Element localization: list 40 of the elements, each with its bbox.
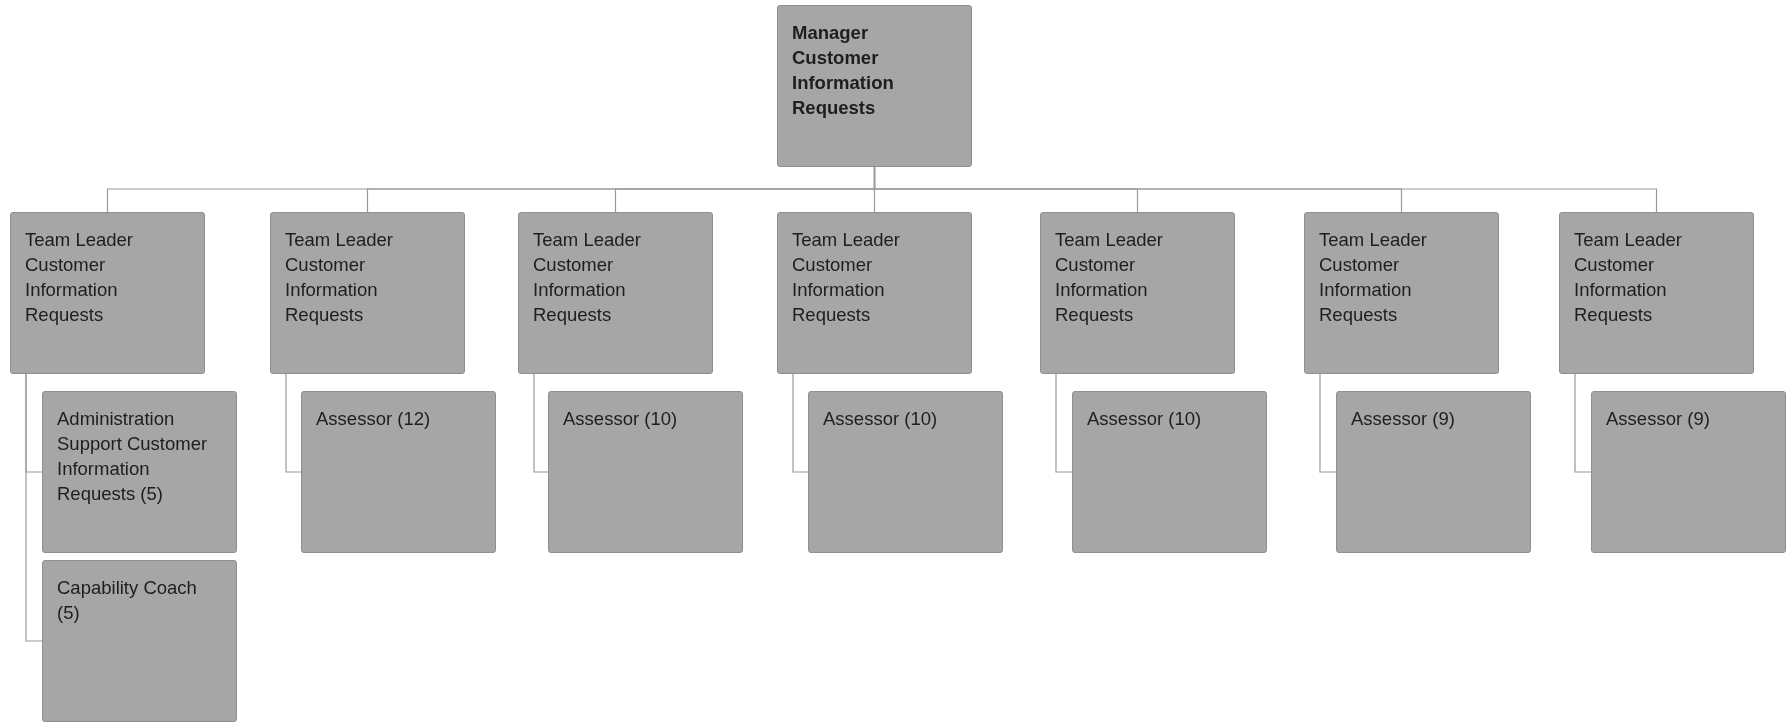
role-title: Capability Coach (5) — [57, 576, 198, 625]
role-title: Manager Customer Information Requests — [792, 21, 895, 120]
connector-line — [792, 373, 809, 473]
org-box — [777, 212, 972, 374]
role-title: Team Leader Customer Information Requests — [1055, 228, 1164, 327]
role-title: Assessor (10) — [1087, 407, 1203, 431]
org-box — [10, 212, 205, 374]
role-title: Team Leader Customer Information Requests — [25, 228, 134, 327]
org-box — [1559, 212, 1754, 374]
org-box — [42, 391, 237, 553]
connector-line — [873, 166, 1658, 213]
role-title: Assessor (12) — [316, 407, 432, 431]
role-title: Assessor (10) — [823, 407, 939, 431]
role-title: Team Leader Customer Information Requests — [792, 228, 901, 327]
role-title: Team Leader Customer Information Requests — [285, 228, 394, 327]
connector-line — [1574, 373, 1592, 473]
role-title: Team Leader Customer Information Requests — [1319, 228, 1428, 327]
role-title: Assessor (9) — [1351, 407, 1456, 431]
connector-line — [285, 373, 302, 473]
org-box — [1072, 391, 1267, 553]
org-box — [270, 212, 465, 374]
org-box — [1591, 391, 1786, 553]
role-title: Team Leader Customer Information Requests — [533, 228, 642, 327]
connector-line — [1319, 373, 1337, 473]
org-box — [42, 560, 237, 722]
role-title: Assessor (9) — [1606, 407, 1711, 431]
org-box — [1304, 212, 1499, 374]
org-box — [808, 391, 1003, 553]
org-box — [301, 391, 496, 553]
org-box — [1336, 391, 1531, 553]
connector-line — [25, 373, 43, 642]
role-title: Team Leader Customer Information Requests — [1574, 228, 1683, 327]
org-box — [548, 391, 743, 553]
connector-line — [533, 373, 549, 473]
org-box — [1040, 212, 1235, 374]
role-title: Administration Support Customer Information Requests (5) — [57, 407, 209, 506]
org-box — [518, 212, 713, 374]
connector-line — [1055, 373, 1073, 473]
org-box — [777, 5, 972, 167]
role-title: Assessor (10) — [563, 407, 679, 431]
